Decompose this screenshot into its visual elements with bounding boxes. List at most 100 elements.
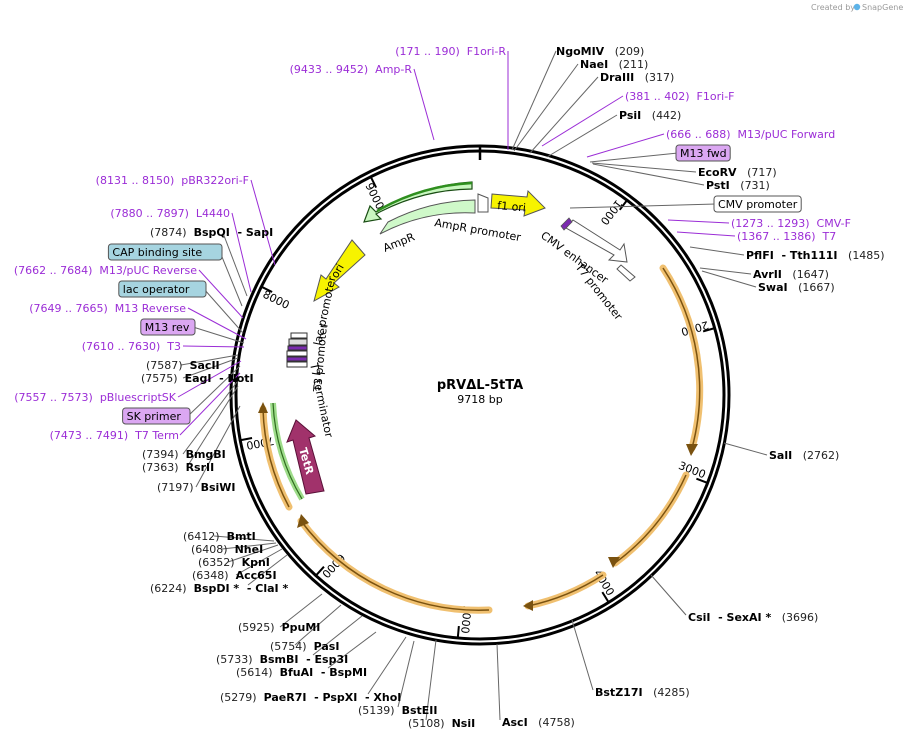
tick-mark [260, 285, 273, 293]
credit-text: Created by [811, 3, 855, 12]
feature-box [107, 243, 223, 261]
leader-line [227, 544, 279, 563]
tick-label: 8000 [261, 288, 292, 312]
tick-mark [456, 625, 460, 639]
site-label: (5925) PpuMI [238, 621, 320, 634]
tick-mark [618, 199, 628, 211]
leader-line [592, 163, 705, 186]
leader-line [327, 631, 377, 669]
orf-arc-5-head [258, 402, 268, 413]
leader-line [397, 640, 415, 708]
leader-line [425, 639, 437, 721]
orf-arc-5-core [262, 408, 290, 508]
annotation-leader-lines [177, 50, 768, 721]
leader-line [219, 251, 243, 307]
site-label: (6408) NheI [191, 543, 263, 556]
snapgene-logo-icon [853, 3, 861, 11]
primer-label: (7880 .. 7897) L4440 [110, 207, 230, 220]
primer-label: (7649 .. 7665) M13 Reverse [29, 302, 186, 315]
orf-arc-4-head [297, 514, 309, 528]
tick-mark [240, 437, 253, 442]
leader-line [511, 50, 557, 151]
tick-mark [702, 327, 715, 333]
leader-line [198, 269, 244, 319]
leader-line [179, 372, 241, 436]
cmv-enhancer-feature [560, 217, 636, 282]
feature-label-t7-terminator: T7 terminator [307, 361, 336, 439]
site-label: (5754) PasI [270, 640, 339, 653]
feature-label-t3-promoter: T3 promoter [311, 323, 330, 394]
leader-line [723, 442, 768, 456]
primer-label: (1273 .. 1293) CMV-F [731, 217, 851, 230]
leader-line [667, 219, 730, 224]
site-label: (7197) BsiWI [157, 481, 236, 494]
orf-arc-2-core [614, 474, 687, 564]
site-label: (7575) EagI - NotI [141, 372, 254, 385]
site-label: PsiI (442) [619, 109, 681, 122]
leader-line [195, 405, 241, 488]
leader-line [231, 212, 252, 293]
site-label: (5279) PaeR7I - PspXI - XhoI [220, 691, 401, 704]
feature-box-label: CMV promoter [718, 198, 798, 211]
primer-label: (171 .. 190) F1ori-R [395, 45, 506, 58]
leader-line [591, 162, 697, 173]
annotation-labels: NgoMIV (209)NaeI (211)DraIII (317)(381 .… [14, 45, 885, 730]
site-label: BstZ17I (4285) [595, 686, 690, 699]
feature-box-label: M13 fwd [680, 147, 727, 160]
tick-mark [315, 566, 325, 577]
promoter-cluster [286, 332, 308, 368]
site-label: PflFI - Tth111I (1485) [746, 249, 885, 262]
primer-label: (381 .. 402) F1ori-F [625, 90, 735, 103]
orf-arc-1-core [662, 267, 701, 449]
plasmid-name: pRVΔL-5tTA [437, 378, 523, 393]
feature-box [713, 195, 802, 213]
site-label: (6224) BspDI * - ClaI * [150, 582, 288, 595]
primer-label: (7610 .. 7630) T3 [82, 340, 181, 353]
orf-arc-3 [524, 571, 607, 610]
leader-line [546, 114, 618, 158]
primer-label: (1367 .. 1386) T7 [737, 230, 836, 243]
leader-line [203, 288, 244, 334]
leader-line [186, 385, 239, 468]
leader-line [177, 360, 242, 398]
leader-line [571, 619, 594, 691]
leader-line [247, 554, 288, 586]
leader-line [676, 231, 736, 237]
leader-line [701, 270, 757, 288]
leader-line [513, 63, 579, 152]
leader-line [187, 307, 247, 340]
primer-label: (7557 .. 7573) pBluescriptSK [14, 391, 177, 404]
feature-box-label: M13 rev [145, 321, 190, 334]
leader-line [529, 76, 599, 154]
leader-line [312, 615, 363, 656]
site-label: (6352) KpnI [198, 556, 270, 569]
primer-label: (9433 .. 9452) Amp-R [290, 63, 413, 76]
site-label: (6348) Acc65I [192, 569, 277, 582]
tick-mark [369, 176, 378, 189]
tetr-feature [286, 419, 325, 495]
tick-label: 1000 [598, 197, 625, 227]
ampr-promoter-feature [379, 193, 489, 235]
leader-line [279, 593, 323, 628]
site-label: DraIII (317) [600, 71, 674, 84]
leader-line [235, 548, 283, 576]
feature-label-ori: ori [328, 262, 346, 281]
site-label: (6412) BmtI [183, 530, 256, 543]
feature-box [122, 407, 191, 425]
site-label: NaeI (211) [580, 58, 648, 71]
t7-terminator-arc-core [272, 402, 303, 500]
leader-line [180, 354, 239, 366]
feature-label-ampr: AmpR [381, 230, 417, 254]
leader-line [192, 326, 245, 344]
orf-arc-1-head [686, 444, 698, 456]
leader-line [589, 152, 679, 163]
leader-line [222, 232, 248, 297]
orf-arc-4-core [300, 520, 490, 611]
ori-feature [313, 239, 366, 303]
leader-line [182, 381, 238, 455]
feature-box [675, 144, 731, 162]
tick-mark [601, 591, 610, 603]
orf-arc-3-core [527, 574, 604, 607]
